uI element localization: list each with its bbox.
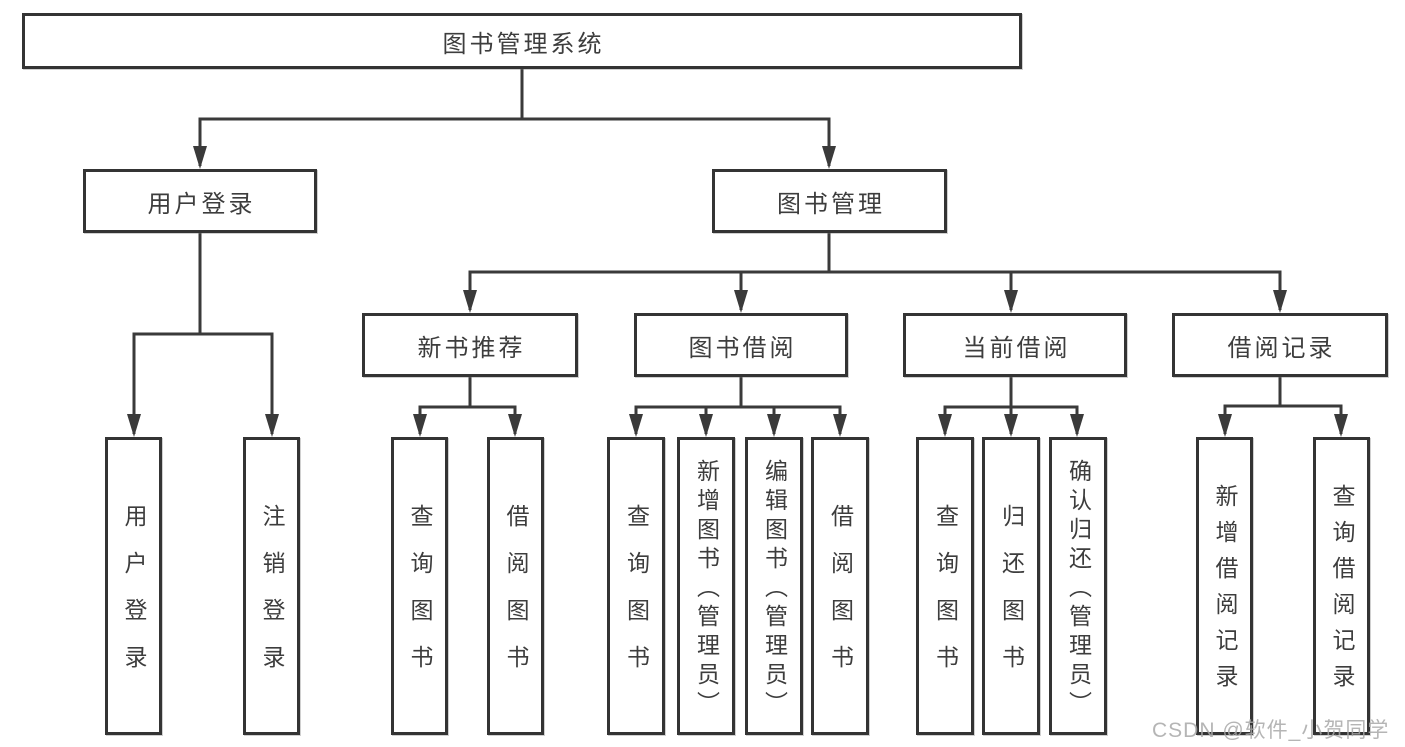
node-label: 借阅记录 bbox=[1227, 334, 1336, 362]
leaf-recommend-borrow-books: 借阅图书 bbox=[487, 437, 544, 735]
node-label: 借阅图书 bbox=[827, 504, 854, 692]
leaf-add-books-admin: 新增图书（管理员） bbox=[677, 437, 735, 735]
node-book-management: 图书管理 bbox=[712, 169, 947, 233]
node-label: 图书管理系统 bbox=[442, 30, 605, 58]
leaf-return-books: 归还图书 bbox=[982, 437, 1040, 735]
csdn-watermark: CSDN @软件_小贺同学 bbox=[1152, 719, 1390, 742]
connector-paths bbox=[132, 66, 1343, 434]
node-label: 查询图书 bbox=[623, 504, 650, 692]
leaf-user-login: 用户登录 bbox=[105, 437, 162, 735]
node-label: 查询借阅记录 bbox=[1329, 484, 1355, 700]
node-current-borrow: 当前借阅 bbox=[903, 313, 1127, 377]
node-label: 用户登录 bbox=[121, 504, 147, 692]
leaf-borrow-books: 借阅图书 bbox=[811, 437, 869, 735]
leaf-query-borrow-record: 查询借阅记录 bbox=[1313, 437, 1370, 735]
node-label: 编辑图书（管理员） bbox=[761, 458, 788, 720]
node-label: 用户登录 bbox=[147, 190, 256, 218]
node-label: 图书管理 bbox=[777, 190, 885, 218]
node-label: 确认归还（管理员） bbox=[1065, 458, 1092, 720]
node-label: 新增图书（管理员） bbox=[693, 458, 720, 720]
node-label: 借阅图书 bbox=[503, 504, 529, 692]
node-label: 新书推荐 bbox=[417, 334, 526, 362]
node-new-book-recommend: 新书推荐 bbox=[362, 313, 578, 377]
leaf-current-query-books: 查询图书 bbox=[916, 437, 974, 735]
arrowhead-icons bbox=[127, 146, 1348, 437]
leaf-edit-books-admin: 编辑图书（管理员） bbox=[745, 437, 803, 735]
node-label: 图书借阅 bbox=[688, 334, 797, 362]
node-label: 查询图书 bbox=[932, 504, 959, 692]
node-label: 新增借阅记录 bbox=[1212, 484, 1238, 700]
node-label: 归还图书 bbox=[998, 504, 1025, 692]
leaf-logout: 注销登录 bbox=[243, 437, 300, 735]
node-book-borrow: 图书借阅 bbox=[634, 313, 848, 377]
leaf-recommend-query-books: 查询图书 bbox=[391, 437, 448, 735]
node-label: 注销登录 bbox=[259, 504, 285, 692]
node-user-login: 用户登录 bbox=[83, 169, 317, 233]
node-label: 当前借阅 bbox=[962, 334, 1071, 362]
node-borrow-records: 借阅记录 bbox=[1172, 313, 1388, 377]
leaf-add-borrow-record: 新增借阅记录 bbox=[1196, 437, 1253, 735]
leaf-confirm-return-admin: 确认归还（管理员） bbox=[1049, 437, 1107, 735]
leaf-borrow-query-books: 查询图书 bbox=[607, 437, 665, 735]
node-root-library-system: 图书管理系统 bbox=[22, 13, 1022, 69]
node-label: 查询图书 bbox=[407, 504, 433, 692]
